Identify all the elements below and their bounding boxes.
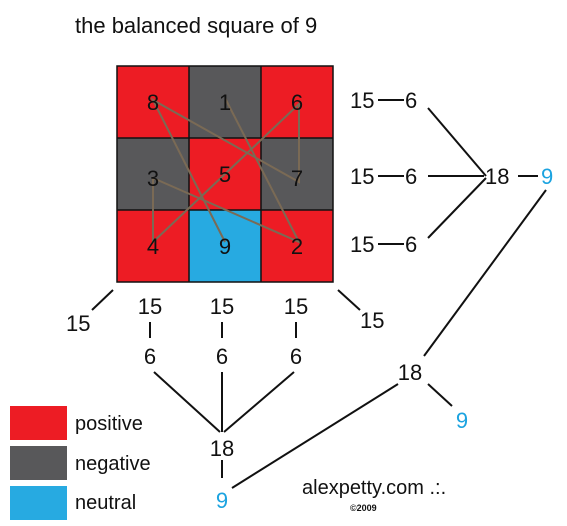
cell-6 xyxy=(261,66,333,138)
cell-7 xyxy=(261,138,333,210)
row-sum: 15 xyxy=(350,164,374,189)
cell-number: 3 xyxy=(147,166,159,191)
cell-number: 6 xyxy=(291,90,303,115)
grid-lines xyxy=(116,65,334,283)
column-total: 18 xyxy=(210,436,234,461)
number-path-line xyxy=(150,97,302,245)
combined-total: 18 xyxy=(398,360,422,385)
row-reduced: 6 xyxy=(405,164,417,189)
row-final: 9 xyxy=(541,164,553,189)
cell-number: 5 xyxy=(219,162,231,187)
column-sum: 15 xyxy=(138,294,162,319)
legend-label-negative: negative xyxy=(75,453,151,475)
column-reduced: 6 xyxy=(144,344,156,369)
legend-swatch-neutral xyxy=(10,486,67,520)
combined-final: 9 xyxy=(456,408,468,433)
connector-lines xyxy=(91,99,547,489)
cell-number: 8 xyxy=(147,90,159,115)
row-reduced: 6 xyxy=(405,88,417,113)
cell-number: 2 xyxy=(291,234,303,259)
cell-number: 1 xyxy=(219,90,231,115)
legend-label-positive: positive xyxy=(75,413,143,435)
cell-number: 4 xyxy=(147,234,159,259)
legend-swatch-negative xyxy=(10,446,67,480)
diagram-title: the balanced square of 9 xyxy=(75,13,317,38)
cell-number: 9 xyxy=(219,234,231,259)
row-sum: 15 xyxy=(350,232,374,257)
diagonal-sum-left: 15 xyxy=(66,311,90,336)
column-final: 9 xyxy=(216,488,228,513)
legend-swatch-positive xyxy=(10,406,67,440)
legend-label-neutral: neutral xyxy=(75,492,136,514)
row-reduced: 6 xyxy=(405,232,417,257)
column-reduced: 6 xyxy=(216,344,228,369)
row-sum: 15 xyxy=(350,88,374,113)
column-sum: 15 xyxy=(284,294,308,319)
cell-9 xyxy=(189,210,261,282)
cell-2 xyxy=(261,210,333,282)
column-sum: 15 xyxy=(210,294,234,319)
site-credit: alexpetty.com .:. xyxy=(302,477,446,499)
diagonal-sum-right: 15 xyxy=(360,308,384,333)
cell-number: 7 xyxy=(291,166,303,191)
copyright: ©2009 xyxy=(350,503,377,513)
magic-square: 8 1 6 3 5 7 4 9 2 xyxy=(116,65,334,283)
row-total: 18 xyxy=(485,164,509,189)
column-reduced: 6 xyxy=(290,344,302,369)
legend: positive negative neutral xyxy=(10,406,151,520)
